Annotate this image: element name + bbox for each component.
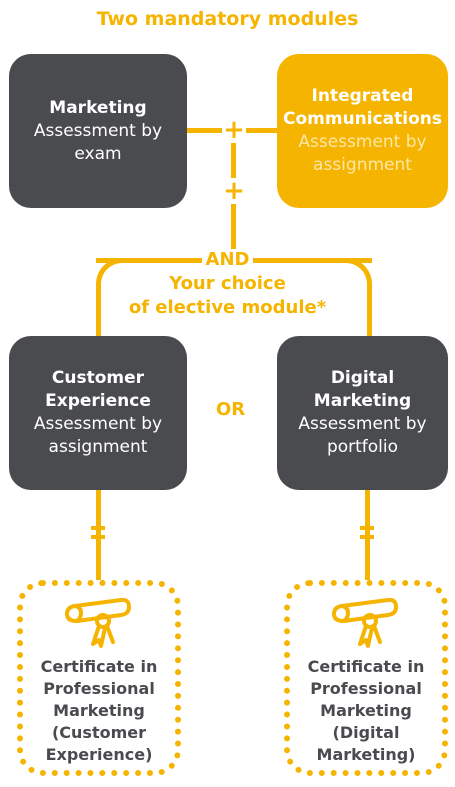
- connector-left-drop: [96, 284, 101, 336]
- module-marketing-title: Marketing: [49, 97, 147, 118]
- elective-customer-experience: Customer Experience Assessment by assign…: [9, 336, 187, 490]
- plus-sign-horizontal: +: [222, 115, 246, 145]
- or-label: OR: [216, 399, 246, 420]
- elective-customer-title-line1: Customer: [51, 368, 145, 388]
- and-label: AND: [0, 248, 455, 272]
- module-integrated-assessment-method: assignment: [313, 155, 412, 175]
- connector-right-arc: [342, 258, 372, 288]
- certificate-customer-experience: Certificate in Professional Marketing (C…: [17, 580, 181, 776]
- module-marketing-assessment: Assessment by: [33, 120, 163, 141]
- and-word: AND: [201, 249, 254, 270]
- module-integrated-assessment: Assessment by: [298, 132, 427, 152]
- plus-sign-vertical: +: [222, 176, 246, 206]
- equals-sign-right-top: [360, 526, 374, 530]
- certificate-digital-line1: Certificate in: [307, 657, 425, 676]
- equals-sign-left-bottom: [91, 535, 105, 539]
- certificate-digital-line3: Marketing: [320, 701, 412, 720]
- diagram-heading: Two mandatory modules: [96, 8, 359, 30]
- elective-digital-marketing: Digital Marketing Assessment by portfoli…: [277, 336, 448, 490]
- connector-left-arc: [96, 258, 126, 288]
- elective-customer-assessment-method: assignment: [48, 437, 148, 457]
- elective-digital-assessment-method: portfolio: [326, 437, 399, 457]
- module-integrated-communications: Integrated Communications Assessment by …: [277, 54, 448, 208]
- certificate-scroll-icon: [65, 597, 131, 648]
- module-marketing: Marketing Assessment by exam: [9, 54, 187, 208]
- module-marketing-assessment-method: exam: [74, 143, 122, 164]
- certificate-customer-line2: Professional: [43, 679, 155, 698]
- module-integrated-title-line2: Communications: [282, 109, 443, 129]
- certificate-customer-line5: Experience): [45, 745, 153, 764]
- elective-digital-assessment: Assessment by: [298, 414, 427, 434]
- elective-customer-title-line2: Experience: [45, 391, 151, 411]
- certificate-digital-line4: (Digital: [332, 723, 400, 742]
- elective-digital-title-line2: Marketing: [313, 391, 412, 411]
- certificate-scroll-icon: [332, 597, 398, 648]
- certificate-customer-line3: Marketing: [53, 701, 145, 720]
- certificate-digital-line2: Professional: [310, 679, 422, 698]
- equals-sign-right-bottom: [360, 535, 374, 539]
- certificate-digital-line5: Marketing): [316, 745, 416, 764]
- elective-digital-title-line1: Digital: [330, 368, 395, 388]
- module-integrated-title-line1: Integrated: [311, 86, 414, 106]
- elective-customer-assessment: Assessment by: [33, 414, 163, 434]
- certificate-customer-line4: (Customer: [51, 723, 147, 742]
- elective-choice-label-line2: of elective module*: [128, 297, 327, 318]
- certificate-digital-marketing: Certificate in Professional Marketing (D…: [284, 580, 448, 776]
- elective-choice-label-line1: Your choice: [169, 273, 286, 294]
- connector-right-drop: [367, 284, 372, 336]
- certificate-customer-line1: Certificate in: [40, 657, 158, 676]
- equals-sign-left-top: [91, 526, 105, 530]
